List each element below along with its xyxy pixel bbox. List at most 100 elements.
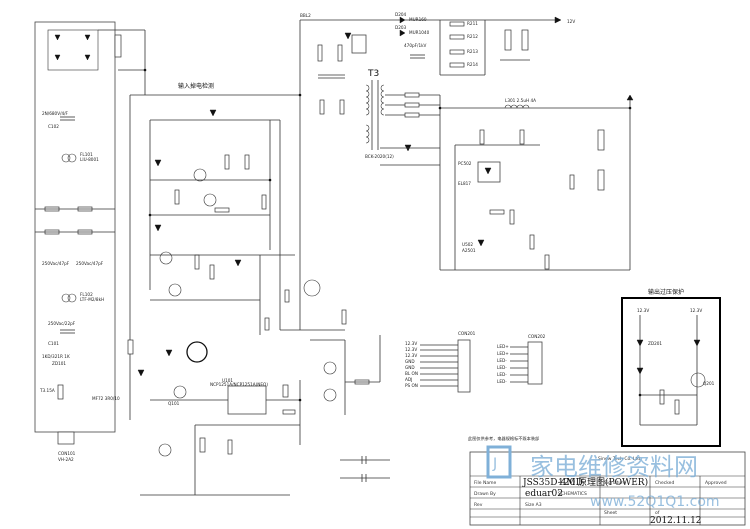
c102-label: C102 [48,124,59,129]
out-pin-2: 12.3V [405,347,417,352]
pwm-control-circuit: U101 NCP1251A/NCP1251A(NEO) Q101 [127,251,300,496]
transformer-top-label: BBL2 [300,13,311,18]
snubber-network: BBL2 [300,13,380,115]
power-fail-detect-circuit [129,94,300,420]
author-tag: eduar02 [525,489,563,499]
of-field: of [655,510,660,516]
cap-label-250c: 250Vac/22pF [48,321,76,326]
transformer-t3: T3 BCK-2020(12) [365,69,394,159]
out-pin-6: BL ON [405,371,418,376]
fl101-choke: FL101 LIU-8001 [61,152,99,163]
led-con-label: CON202 [528,334,546,339]
fl102-label: FL102 [80,292,93,297]
ac-con-value: VH-2A2 [58,457,74,462]
rev-field: Rev [474,502,483,508]
opto-fb-label: Q101 [168,401,180,406]
ovp-frame [621,297,721,447]
checked-field: Checked [655,480,674,486]
d204-value: MUR160 [409,17,427,22]
drawing-title: 120 原理图(POWER) [558,477,648,488]
led-pin-2: LED+ [497,351,509,356]
approved-field: Approved [705,480,727,486]
watermark-logo-icon [486,445,512,479]
led-pin-3: LED- [497,358,507,363]
led-pin-1: LED+ [497,344,509,349]
out-con-label: CON201 [458,331,476,336]
snubber-cap-label: 470pF/1kV [404,43,427,48]
title-block: Sinew Tech Co. Ltd. File Name JSS35D-4MD… [469,451,746,526]
input-detect-title: 输入掉电检测 [178,82,214,90]
watermark-url: www.52Q1Q1.com [590,494,720,510]
r213-label: R213 [467,49,478,54]
notice-text: 此图仅供参考，电器规格标不既本装部 [468,435,539,442]
out-pin-8: PS ON [405,383,418,388]
mosfet-stage [264,20,345,445]
bulk-capacitor [114,34,122,58]
ic-part: NCP1251A/NCP1251A(NEO) [210,382,268,387]
watermark-text: 家电维修资料网 [530,453,698,481]
company-name: Sinew Tech Co. Ltd. [598,456,642,462]
pwm-ic [227,385,267,415]
bottom-y-caps [340,456,390,482]
cap-label-top: 2N/680V/4/F [42,111,69,116]
ac-con-label: CON101 [58,451,76,456]
size-field: Size A3 [525,502,542,508]
tl431-label: A2501 [462,248,476,253]
cap-label-250b: 250Vac/47pF [76,261,104,266]
highlight-ring [186,341,208,363]
out-pin-1: 12.3V [405,341,417,346]
secondary-filter: L301 2.5uH 4A [380,92,634,270]
fl102-value: LTF-M2/8kH [80,297,104,302]
r214-label: R214 [467,62,478,67]
ac-input-connector: CON101 VH-2A2 [57,431,76,462]
fl101-value: LIU-8001 [80,157,99,162]
output-connector: CON201 12.3V 12.3V 12.3V GND GND BL ON A… [405,331,476,393]
zd-value: 1KD/321R 1K [42,354,70,359]
led-pin-6: LED- [497,379,507,384]
cap-label-250a: 250Vac/47pF [42,261,70,266]
watermark-logo-letter: J [492,456,497,472]
junction-dots [143,68,642,402]
r212-label: R212 [467,34,478,39]
led-pin-4: LED- [497,365,507,370]
output-12v-label: 12V [567,19,575,24]
resistor-network [35,206,115,235]
fuse-label: T3.15A [39,388,55,393]
input-section-frame [34,21,116,433]
fl102-choke: FL102 LTF-M2/8kH [61,292,104,303]
opto-value: EL817 [458,181,471,186]
transformer-ref: T3 [367,69,379,79]
out-pin-3: 12.3V [405,353,417,358]
u502-label: U502 [462,242,473,247]
opto-label: PC502 [458,161,472,166]
bridge-rectifier [47,29,99,71]
ovp-rail-2: 12.3V [690,308,702,313]
output-rectifier: D204 MUR160 D203 MUR1040 470pF/1kV R211 … [380,12,575,76]
c101-label: C101 [48,341,59,346]
fl101-label: FL101 [80,152,93,157]
ovp-rail-1: 12.3V [637,308,649,313]
aux-transistor-stage [310,309,381,415]
drawn-by-field: Drawn By [474,491,496,497]
drawing-date: 2012.11.12 [650,516,702,526]
ic-ref: U101 [222,378,233,383]
transformer-pins: BCK-2020(12) [365,154,394,159]
led-connector: CON202 LED+ LED+ LED- LED- LED- LED- [497,334,546,385]
signature-field: Signature [604,480,626,486]
ovp-q-label: Q201 [703,381,715,386]
sheet-field: Sheet [604,510,617,516]
file-name-field: File Name [474,480,496,486]
ntc-label: MF72 3R0/10 [92,396,120,401]
zd101-label: ZD101 [52,361,66,366]
d203-label: D203 [395,25,407,30]
ovp-zd-label: ZD201 [648,341,662,346]
watermark: J 家电维修资料网 www.52Q1Q1.com [486,445,720,510]
r211-label: R211 [467,21,478,26]
feedback-circuit: PC502 EL817 U502 A2501 [440,129,630,271]
fuse: T3.15A MF72 3R0/10 [39,384,120,401]
led-pin-5: LED- [497,372,507,377]
input-filter-section: 2N/680V/4/F C102 FL101 LIU-8001 250Vac/4… [34,21,146,462]
inductor-label: L301 2.5uH 4A [505,98,536,103]
ovp-title: 输出过压保护 [648,288,684,296]
